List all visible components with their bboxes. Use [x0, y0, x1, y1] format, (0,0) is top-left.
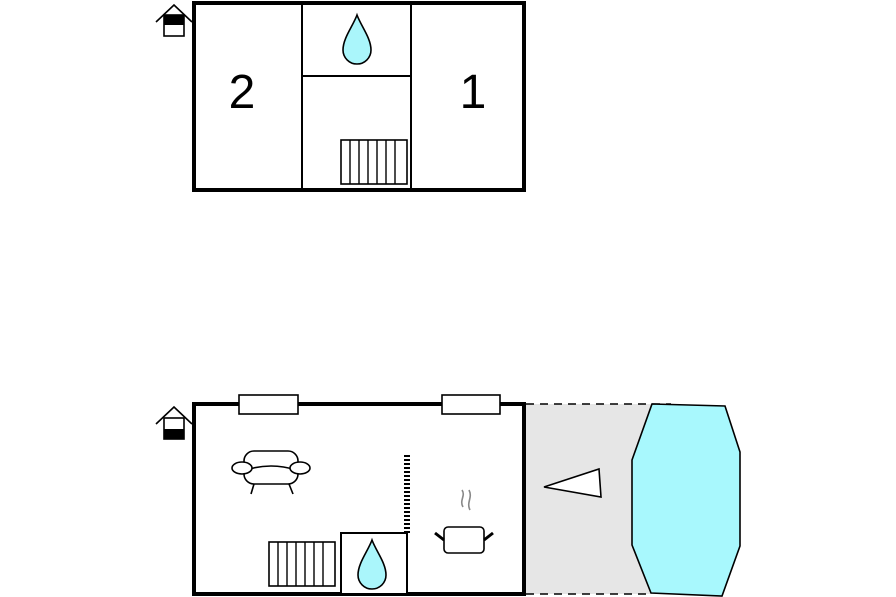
sun-lounger-icon — [543, 467, 602, 498]
stairs-icon — [268, 541, 336, 587]
window-icon — [238, 394, 299, 415]
upper-floor: 2 1 — [155, 1, 526, 192]
cooking-pot-icon — [434, 489, 494, 554]
house-ground-floor-icon — [155, 405, 193, 440]
water-drop-icon — [357, 537, 387, 590]
window-icon — [441, 394, 501, 415]
house-upper-floor-icon — [155, 3, 193, 37]
ground-floor — [155, 394, 741, 597]
stairs-icon — [340, 139, 408, 185]
sofa-icon — [231, 450, 311, 495]
pool-icon — [631, 403, 741, 597]
room-label-1: 1 — [460, 66, 487, 119]
room-label-2: 2 — [229, 66, 256, 119]
water-drop-icon — [342, 12, 372, 65]
